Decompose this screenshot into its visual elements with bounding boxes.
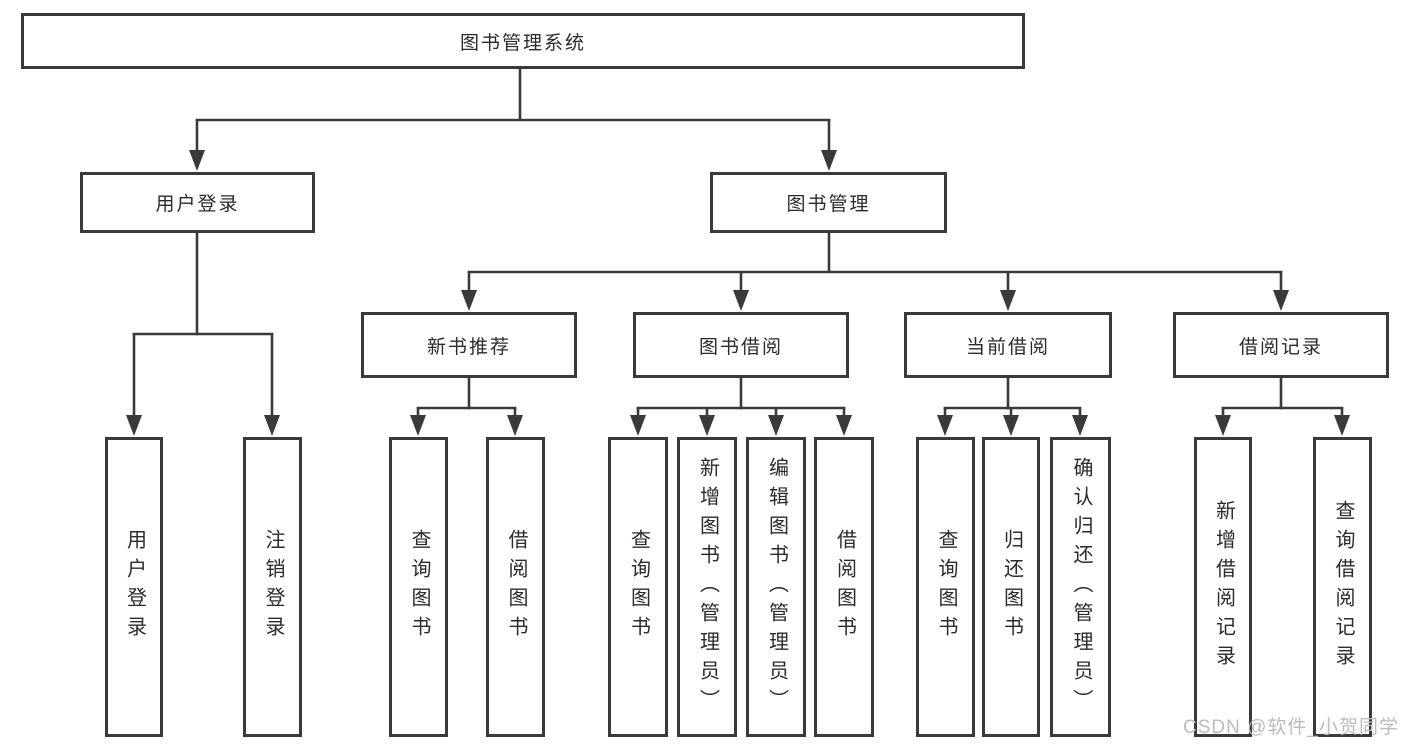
node-leaf-add-book-admin: 新增图书（管理员）: [677, 437, 737, 737]
node-book-management-label: 图书管理: [786, 194, 871, 215]
node-leaf-query-books-2: 查询图书: [608, 437, 668, 737]
node-leaf-borrow-books-2-label: 借阅图书: [833, 529, 856, 645]
node-leaf-query-borrow-record-label: 查询借阅记录: [1332, 500, 1354, 674]
node-user-login: 用户登录: [80, 172, 315, 233]
node-leaf-logout: 注销登录: [243, 437, 302, 737]
node-borrow-records: 借阅记录: [1173, 312, 1389, 378]
node-root: 图书管理系统: [21, 13, 1025, 69]
node-new-book-recommend: 新书推荐: [361, 312, 577, 378]
node-leaf-borrow-books-1-label: 借阅图书: [505, 529, 527, 645]
node-leaf-query-books-3-label: 查询图书: [935, 529, 957, 645]
node-leaf-confirm-return-admin: 确认归还（管理员）: [1050, 437, 1111, 737]
node-leaf-query-books-1-label: 查询图书: [408, 529, 430, 645]
node-leaf-edit-book-admin-label: 编辑图书（管理员）: [765, 456, 788, 718]
node-leaf-user-login-label: 用户登录: [123, 529, 146, 645]
node-leaf-return-books-label: 归还图书: [1000, 529, 1023, 645]
node-leaf-add-borrow-record-label: 新增借阅记录: [1212, 500, 1235, 674]
node-leaf-add-book-admin-label: 新增图书（管理员）: [696, 456, 719, 718]
node-book-borrowing-label: 图书借阅: [698, 336, 783, 358]
node-user-login-label: 用户登录: [155, 194, 240, 215]
node-leaf-return-books: 归还图书: [982, 437, 1040, 737]
node-book-management: 图书管理: [710, 172, 947, 233]
node-book-borrowing: 图书借阅: [633, 312, 849, 378]
node-root-label: 图书管理系统: [459, 32, 586, 54]
node-current-borrowing-label: 当前借阅: [965, 336, 1050, 358]
node-leaf-add-borrow-record: 新增借阅记录: [1194, 437, 1252, 737]
arrowheads: [126, 150, 1350, 436]
node-leaf-borrow-books-1: 借阅图书: [486, 437, 545, 737]
csdn-watermark: CSDN @软件_小贺同学: [1183, 717, 1399, 738]
node-leaf-query-borrow-record: 查询借阅记录: [1313, 437, 1372, 737]
node-leaf-confirm-return-admin-label: 确认归还（管理员）: [1070, 456, 1092, 718]
node-leaf-query-books-2-label: 查询图书: [627, 529, 650, 645]
node-borrow-records-label: 借阅记录: [1238, 336, 1323, 358]
node-current-borrowing: 当前借阅: [904, 312, 1112, 378]
node-new-book-recommend-label: 新书推荐: [426, 336, 511, 358]
node-leaf-query-books-1: 查询图书: [389, 437, 448, 737]
node-leaf-query-books-3: 查询图书: [916, 437, 975, 737]
node-leaf-edit-book-admin: 编辑图书（管理员）: [746, 437, 806, 737]
node-leaf-user-login: 用户登录: [105, 437, 163, 737]
node-leaf-borrow-books-2: 借阅图书: [814, 437, 874, 737]
node-leaf-logout-label: 注销登录: [262, 529, 284, 645]
